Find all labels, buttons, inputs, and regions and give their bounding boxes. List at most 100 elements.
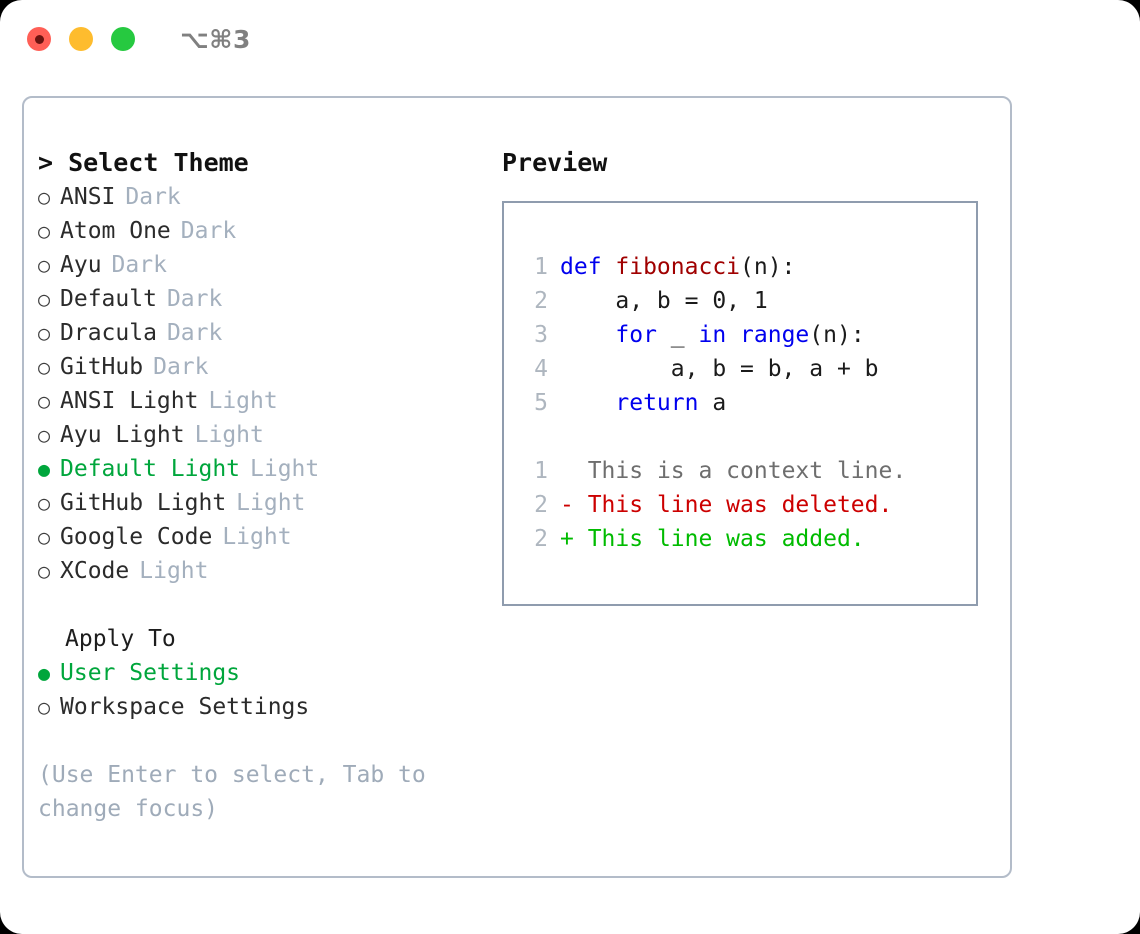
code-token: a, b = 0, 1 — [560, 288, 768, 314]
code-token: fibonacci — [615, 254, 741, 280]
theme-option-kind: Light — [250, 456, 320, 482]
line-number: 1 — [534, 254, 548, 280]
code-line: 1 def fibonacci(n): — [518, 250, 970, 284]
theme-option[interactable]: ○ GitHub Light Light — [38, 486, 498, 520]
code-token: a, b = b, a + b — [560, 356, 879, 382]
diff-line: 1 This is a context line. — [518, 454, 970, 488]
line-number: 1 — [534, 458, 548, 484]
theme-option[interactable]: ○ Default Dark — [38, 282, 498, 316]
select-theme-header: > Select Theme — [38, 148, 249, 177]
code-token: (n): — [809, 322, 865, 348]
code-token — [560, 390, 615, 416]
theme-option-name: Ayu — [60, 252, 102, 278]
code-token: range — [740, 322, 810, 348]
radio-selected-icon[interactable]: ● — [38, 661, 51, 685]
radio-unselected-icon[interactable]: ○ — [38, 219, 51, 243]
keyboard-shortcut-label: ⌥⌘3 — [180, 24, 251, 54]
diff-line-text: This line was deleted. — [587, 492, 893, 518]
theme-option[interactable]: ○ ANSI Light Light — [38, 384, 498, 418]
theme-option-name: Ayu Light — [60, 422, 185, 448]
apply-to-option[interactable]: ○Workspace Settings — [38, 690, 498, 724]
line-number: 5 — [534, 390, 548, 416]
radio-unselected-icon[interactable]: ○ — [38, 321, 51, 345]
code-line: 5 return a — [518, 386, 970, 420]
theme-option[interactable]: ○ GitHub Dark — [38, 350, 498, 384]
radio-unselected-icon[interactable]: ○ — [38, 355, 51, 379]
line-number: 3 — [534, 322, 548, 348]
theme-option[interactable]: ● Default Light Light — [38, 452, 498, 486]
code-token — [560, 322, 615, 348]
theme-option-name: GitHub Light — [60, 490, 227, 516]
radio-unselected-icon[interactable]: ○ — [38, 287, 51, 311]
keyboard-hint-text: (Use Enter to select, Tab to change focu… — [38, 762, 426, 822]
theme-option-kind: Light — [222, 524, 292, 550]
theme-option-kind: Light — [236, 490, 306, 516]
code-token: for — [615, 322, 657, 348]
theme-option-kind: Dark — [125, 184, 181, 210]
theme-option-name: ANSI Light — [60, 388, 199, 414]
theme-option-kind: Dark — [166, 286, 223, 312]
radio-unselected-icon[interactable]: ○ — [38, 423, 51, 447]
code-lines: 1 def fibonacci(n): 2 a, b = 0, 1 3 for _ i… — [518, 250, 970, 420]
zoom-button[interactable] — [111, 27, 135, 51]
line-number: 2 — [534, 288, 548, 314]
radio-unselected-icon[interactable]: ○ — [38, 559, 51, 583]
theme-option-kind: Light — [194, 422, 264, 448]
code-line: 4 a, b = b, a + b — [518, 352, 970, 386]
code-token: return — [615, 390, 699, 416]
theme-option-name: Atom One — [60, 218, 171, 244]
theme-option[interactable]: ○ Ayu Light Light — [38, 418, 498, 452]
minimize-button[interactable] — [69, 27, 93, 51]
theme-option-name: GitHub — [60, 354, 144, 380]
apply-to-header: Apply To — [65, 626, 176, 652]
code-token: in — [698, 322, 727, 348]
preview-column: Preview 1 def fibonacci(n): 2 a, b = 0, 1 3… — [502, 146, 1002, 606]
theme-option-kind: Light — [139, 558, 209, 584]
code-line-text: a, b = 0, 1 — [560, 284, 768, 318]
code-line-text: a, b = b, a + b — [560, 352, 879, 386]
close-button[interactable] — [27, 27, 51, 51]
diff-line: 2+ This line was added. — [518, 522, 970, 556]
radio-selected-icon[interactable]: ● — [38, 457, 51, 481]
preview-title: Preview — [502, 148, 608, 177]
preview-box: 1 def fibonacci(n): 2 a, b = 0, 1 3 for _ i… — [502, 201, 978, 606]
line-number: 2 — [534, 526, 548, 552]
theme-option-kind: Dark — [166, 320, 223, 346]
code-token — [726, 322, 740, 348]
theme-option-name: Dracula — [60, 320, 157, 346]
radio-unselected-icon[interactable]: ○ — [38, 695, 51, 719]
theme-option-kind: Dark — [153, 354, 209, 380]
apply-to-list: ● User Settings ○Workspace Settings — [38, 656, 498, 724]
diff-line-text: This is a context line. — [587, 458, 907, 484]
radio-unselected-icon[interactable]: ○ — [38, 491, 51, 515]
theme-option-name: Default Light — [60, 456, 241, 482]
code-line: 3 for _ in range(n): — [518, 318, 970, 352]
theme-option[interactable]: ○ ANSI Dark — [38, 180, 498, 214]
line-number: 4 — [534, 356, 548, 382]
code-token: (n): — [740, 254, 796, 280]
theme-option[interactable]: ○ Ayu Dark — [38, 248, 498, 282]
radio-unselected-icon[interactable]: ○ — [38, 525, 51, 549]
radio-unselected-icon[interactable]: ○ — [38, 253, 51, 277]
theme-option[interactable]: ○ Dracula Dark — [38, 316, 498, 350]
radio-unselected-icon[interactable]: ○ — [38, 389, 51, 413]
theme-option-kind: Light — [208, 388, 278, 414]
title-bar: ⌥⌘3 — [0, 0, 1140, 78]
theme-option-name: Default — [60, 286, 157, 312]
code-token: a — [698, 390, 727, 416]
theme-option-name: ANSI — [60, 184, 116, 210]
diff-lines: 1 This is a context line.2- This line wa… — [518, 454, 970, 556]
theme-option-kind: Dark — [111, 252, 167, 278]
apply-to-option[interactable]: ● User Settings — [38, 656, 498, 690]
code-line-text: def fibonacci(n): — [560, 250, 795, 284]
radio-unselected-icon[interactable]: ○ — [38, 185, 51, 209]
window-controls — [27, 27, 135, 51]
apply-to-option-name: User Settings — [60, 660, 241, 686]
